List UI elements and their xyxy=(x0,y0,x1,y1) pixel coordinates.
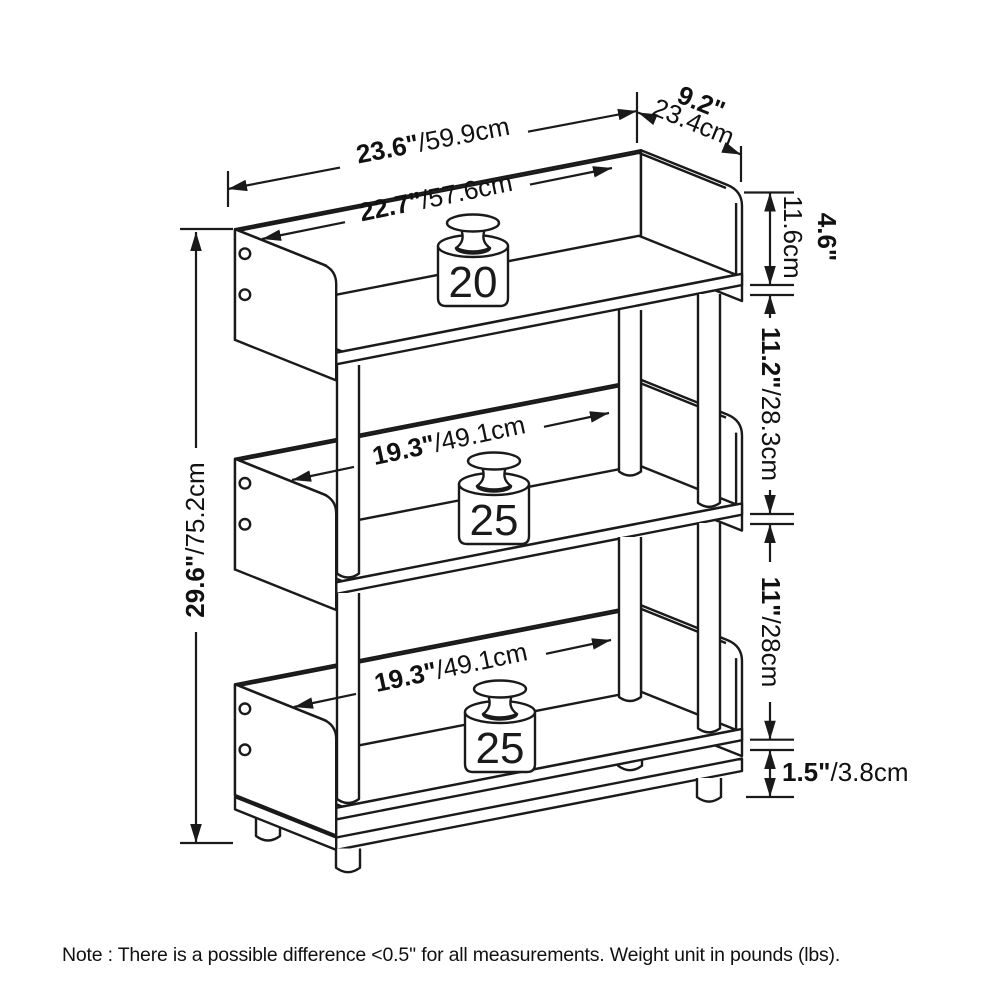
dim-top-tier-height-cm: 11.6cm xyxy=(778,195,808,278)
weight-middle-value: 25 xyxy=(470,496,519,545)
dim-total-height-label: 29.6"/75.2cm xyxy=(180,462,210,617)
weight-top-shelf: 20 xyxy=(436,213,510,308)
cam-hole xyxy=(238,247,252,261)
measurement-note: Note : There is a possible difference <0… xyxy=(62,944,840,966)
weight-top-value: 20 xyxy=(449,258,498,307)
support-tubes-upper xyxy=(335,294,722,579)
dim-outer-width-label: 23.6"/59.9cm xyxy=(354,111,512,170)
dim-foot-height-label: 1.5"/3.8cm xyxy=(782,757,909,787)
front-feet xyxy=(334,778,723,874)
cam-hole xyxy=(238,288,252,302)
dim-total-height: 29.6"/75.2cm xyxy=(180,227,233,845)
base-board xyxy=(233,757,744,852)
weight-middle-shelf: 25 xyxy=(457,451,531,546)
weight-bottom-shelf: 25 xyxy=(463,679,537,774)
dim-right-column: 4.6" 11.6cm 11.2"/28.3cm 11"/28cm 1.5"/3… xyxy=(744,191,909,799)
dim-upper-gap-label: 11.2"/28.3cm xyxy=(756,327,786,481)
dim-top-tier-height-inches: 4.6" xyxy=(812,213,842,261)
shelf-tier xyxy=(233,149,744,382)
weight-bottom-value: 25 xyxy=(476,724,525,773)
support-tubes-lower xyxy=(335,523,722,805)
dim-lower-gap-label: 11"/28cm xyxy=(756,577,786,688)
